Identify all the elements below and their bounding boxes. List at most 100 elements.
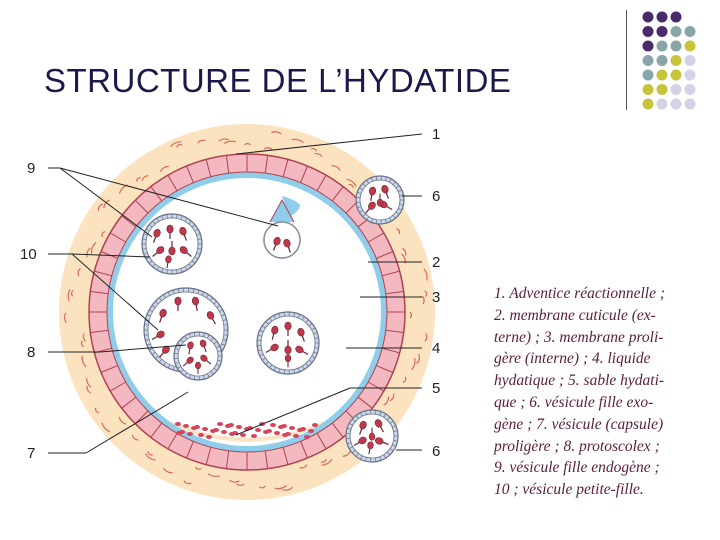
cuticle-tick (205, 447, 212, 465)
decorative-dot (642, 98, 654, 110)
fiber (118, 416, 127, 425)
decorative-dot (670, 69, 682, 81)
fiber (271, 131, 282, 135)
decorative-dot (670, 11, 682, 23)
fiber (263, 147, 273, 151)
fiber (348, 183, 354, 189)
cuticle-tick (382, 347, 400, 354)
decorative-dot (670, 84, 682, 95)
cuticle-tick (300, 165, 308, 183)
protoscolex (265, 343, 279, 354)
cuticle-tick (282, 159, 289, 177)
sand-particle (312, 423, 318, 427)
fiber (321, 458, 333, 466)
label-6-bottom: 6 (432, 443, 440, 460)
fiber (80, 340, 84, 348)
fiber (81, 355, 87, 368)
vesicle-with-granddaughter (143, 287, 229, 373)
sand-particle (304, 435, 310, 439)
fiber (183, 480, 192, 485)
legend-line: terne) ; 3. membrane proli- (494, 328, 664, 346)
decorative-dot (670, 26, 682, 37)
decorative-dot (642, 69, 654, 81)
endogenous-vesicle (141, 213, 203, 275)
fiber (101, 231, 106, 238)
fiber (346, 178, 357, 187)
decorative-dot (642, 84, 654, 95)
fiber (411, 358, 416, 371)
sand-particle (255, 428, 261, 432)
legend-line: 10 ; vésicule petite-fille. (494, 481, 644, 499)
protoscolex (359, 420, 367, 435)
fiber (236, 483, 245, 487)
decorative-dot (684, 55, 696, 66)
fiber (320, 458, 327, 463)
protoscolex (195, 361, 201, 374)
cuticle-tick (331, 422, 344, 438)
decorative-dot (684, 98, 696, 110)
legend-line: proligère ; 8. protoscolex ; (494, 437, 660, 455)
protoscolex (368, 186, 377, 201)
cuticle-tick (367, 381, 385, 392)
label-4: 4 (432, 340, 440, 357)
legend-line: que ; 6. vésicule fille exo- (494, 393, 654, 411)
cuticle-tick (134, 410, 149, 425)
cuticle-tick (134, 199, 149, 214)
protoscolex (151, 330, 165, 341)
sand-particle (278, 425, 284, 429)
fiber (67, 289, 71, 302)
protoscolex (353, 436, 367, 447)
cuticle-tick (282, 447, 289, 465)
fiber (274, 485, 287, 490)
sand-particle (225, 424, 231, 428)
cuticle-tick (205, 159, 212, 177)
protoscolex (271, 325, 279, 340)
decorative-dot (656, 26, 668, 37)
fiber (144, 453, 156, 461)
fiber (90, 241, 97, 254)
legend-line: 2. membrane cuticule (ex- (494, 306, 656, 324)
fiber (141, 175, 149, 181)
sand-particle (240, 433, 246, 437)
sand-particle (176, 431, 182, 435)
cuticle-tick (186, 165, 194, 183)
decorative-dot (642, 40, 654, 52)
legend-line: 1. Adventice réactionnelle ; (494, 285, 666, 302)
cuticle-tick (109, 232, 127, 243)
sand-particle (263, 430, 269, 434)
decorative-dot (684, 84, 696, 95)
label-9: 9 (27, 160, 35, 177)
fiber (396, 228, 401, 235)
protoscolex (165, 255, 172, 269)
decorative-dot (656, 40, 668, 52)
fiber (218, 138, 229, 142)
sand-particle (270, 423, 276, 427)
sand-particle (175, 422, 181, 426)
exogenous-vesicle-bottom (345, 409, 399, 463)
legend-text: 1. Adventice réactionnelle ; 2. membrane… (494, 283, 706, 501)
protoscolex (174, 296, 182, 311)
title-divider (626, 10, 627, 110)
fiber (282, 486, 293, 491)
protoscolex (374, 419, 385, 433)
fiber (310, 148, 318, 152)
fiber (194, 466, 202, 470)
protoscolex (284, 340, 292, 355)
granddaughter-vesicle (173, 331, 223, 381)
cuticle-tick (316, 432, 327, 450)
label-1: 1 (432, 126, 440, 143)
legend-line: gère (interne) ; 4. liquide (494, 350, 651, 368)
decorative-dot (656, 11, 668, 23)
fiber (244, 142, 251, 146)
decorative-dot (642, 55, 654, 66)
hydatid-cyst-diagram: 1 6 2 3 4 5 6 9 10 8 7 (20, 124, 440, 500)
decorative-dot (684, 26, 696, 37)
cuticle-tick (367, 232, 385, 243)
decorative-dot (656, 84, 668, 95)
decorative-dot (684, 40, 696, 52)
fiber (135, 177, 142, 182)
brood-capsule-top (263, 198, 301, 259)
fiber (131, 434, 139, 441)
protoscolex (365, 201, 376, 214)
sand-particle (308, 429, 314, 433)
